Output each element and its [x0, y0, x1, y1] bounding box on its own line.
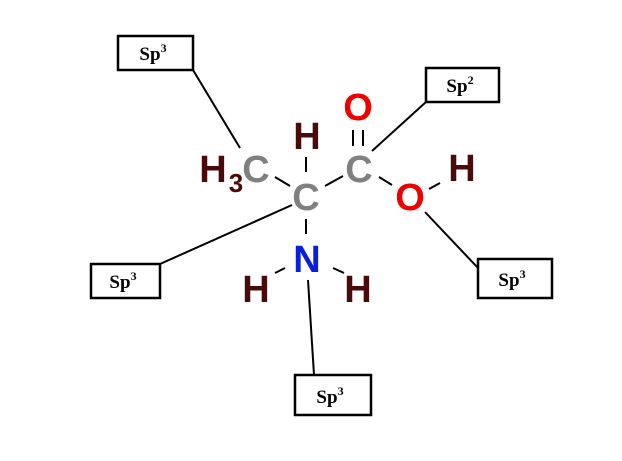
label-carbonyl-sp2: Sp2	[424, 66, 501, 104]
label-hydroxyl-oxygen-sp3: Sp3	[476, 257, 554, 300]
hydroxyl-hydrogen: H	[448, 148, 475, 190]
alpha-carbon: C	[292, 177, 319, 219]
methyl-h: H	[199, 149, 226, 191]
amine-nitrogen: N	[293, 239, 320, 281]
svg-text:Sp3: Sp3	[139, 41, 166, 65]
label-alpha-carbon-sp3: Sp3	[89, 262, 162, 300]
bond-n-h-right	[332, 267, 345, 274]
leader-nitrogen	[307, 279, 315, 376]
label-methyl-sp3: Sp3	[116, 34, 195, 72]
hydroxyl-oxygen: O	[395, 177, 425, 219]
svg-text:Sp3: Sp3	[498, 267, 525, 291]
amine-hydrogen-right: H	[344, 269, 371, 311]
svg-text:Sp3: Sp3	[109, 269, 136, 293]
leader-carbonyl	[371, 101, 427, 152]
svg-text:Sp2: Sp2	[446, 73, 473, 97]
alpha-hydrogen: H	[293, 116, 320, 158]
leader-hydroxyl-oxygen	[424, 211, 479, 269]
bond-c-oh	[378, 176, 393, 186]
bond-o-h	[428, 182, 441, 190]
leader-alpha-carbon	[159, 204, 293, 265]
carbonyl-carbon: C	[345, 149, 372, 191]
methyl-subscript: 3	[229, 168, 243, 198]
amine-hydrogen-left: H	[242, 269, 269, 311]
svg-text:Sp3: Sp3	[316, 384, 343, 408]
label-nitrogen-sp3: Sp3	[293, 373, 373, 417]
methyl-carbon: C	[242, 149, 269, 191]
carbonyl-oxygen: O	[343, 87, 373, 129]
leader-methyl	[192, 69, 241, 149]
bond-n-h-left	[274, 267, 286, 274]
bond-ch3-c	[274, 176, 291, 187]
bond-c-c	[324, 175, 344, 187]
